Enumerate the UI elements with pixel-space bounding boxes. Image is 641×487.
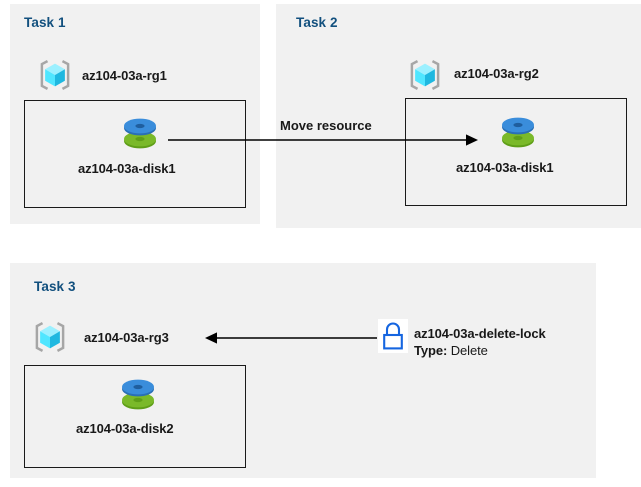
managed-disk-icon (124, 118, 156, 149)
panel-title-task-3: Task 3 (34, 279, 76, 294)
managed-disk-icon (502, 117, 534, 148)
resource-label-disk1-task2: az104-03a-disk1 (456, 160, 554, 175)
resource-box-task-2 (405, 98, 627, 206)
resource-label-disk1-task1: az104-03a-disk1 (78, 161, 176, 176)
resource-group-label-rg1: az104-03a-rg1 (82, 68, 167, 83)
lock-type-value: Delete (450, 343, 488, 358)
lock-label: az104-03a-delete-lock (414, 326, 546, 341)
resource-group-icon (410, 60, 440, 90)
arrow-move-resource (168, 134, 478, 146)
lock-type-label: Type: (414, 343, 448, 358)
resource-group-icon (40, 60, 70, 90)
managed-disk-icon (122, 379, 154, 410)
resource-group-label-rg2: az104-03a-rg2 (454, 66, 539, 81)
resource-group-icon (35, 322, 65, 352)
arrow-lock-applies-to (205, 332, 377, 344)
lock-type-row: Type: Delete (414, 343, 488, 358)
resource-box-task-1 (24, 100, 246, 208)
padlock-icon (378, 319, 408, 353)
resource-group-label-rg3: az104-03a-rg3 (84, 330, 169, 345)
panel-title-task-1: Task 1 (24, 15, 66, 30)
connector-label-move-resource: Move resource (280, 118, 372, 133)
panel-title-task-2: Task 2 (296, 15, 338, 30)
resource-label-disk2-task3: az104-03a-disk2 (76, 421, 174, 436)
